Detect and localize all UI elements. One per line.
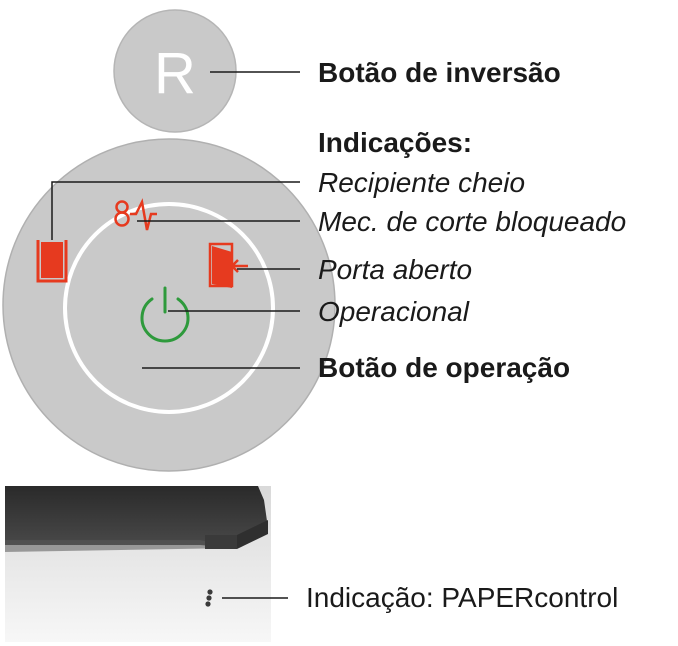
indicator-dot [207, 589, 213, 595]
indication-door-open: Porta aberto [318, 254, 473, 285]
indication-operational: Operacional [318, 296, 469, 327]
papercontrol-label: Indicação: PAPERcontrol [306, 582, 619, 613]
power-icon [140, 286, 190, 343]
indications-heading: Indicações: [318, 127, 473, 158]
indication-cutting-blocked: Mec. de corte bloqueado [318, 206, 627, 237]
papercontrol-device [5, 486, 271, 642]
container-full-icon [36, 240, 68, 283]
reverse-button[interactable]: R [113, 9, 237, 133]
operation-button[interactable] [63, 202, 275, 414]
indicator-dot [205, 601, 211, 607]
indication-container-full: Recipiente cheio [318, 167, 526, 198]
cutting-blocked-icon [114, 198, 157, 231]
reverse-button-label: Botão de inversão [318, 57, 561, 88]
operation-button-label: Botão de operação [318, 352, 571, 383]
door-open-icon [208, 242, 248, 288]
indicator-dot [206, 595, 212, 601]
reverse-letter: R [154, 41, 196, 106]
leader-line [51, 181, 300, 240]
